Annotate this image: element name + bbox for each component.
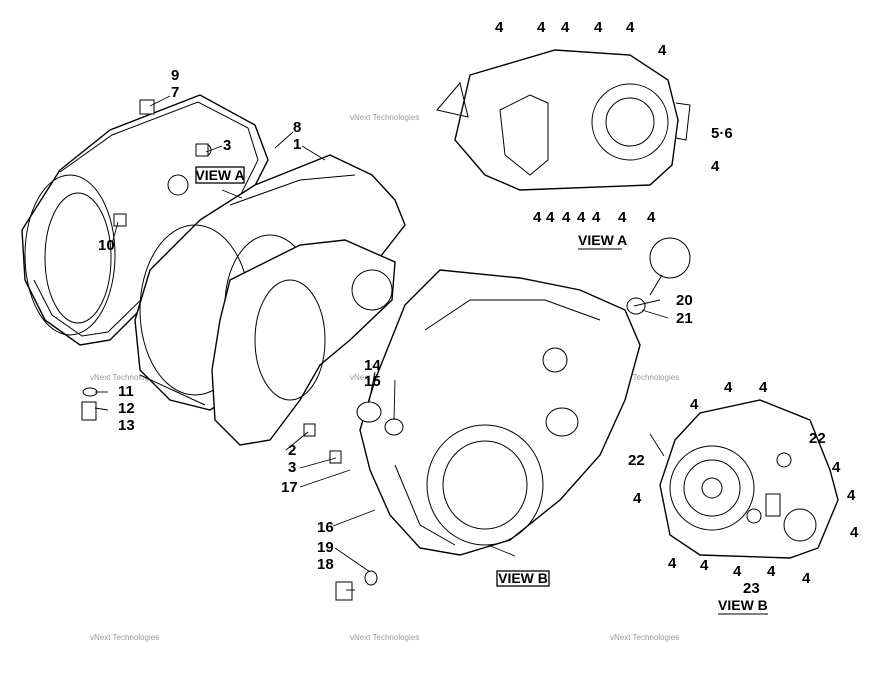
callout-16: 16 bbox=[317, 519, 334, 536]
dowel-pin bbox=[329, 450, 342, 464]
callout-2: 2 bbox=[288, 442, 296, 459]
callout-4: 4 bbox=[577, 209, 586, 226]
callout-4: 4 bbox=[533, 209, 542, 226]
callout-22: 22 bbox=[628, 452, 645, 469]
callout-3: 3 bbox=[223, 137, 231, 154]
callout-14: 14 bbox=[364, 357, 381, 374]
callout-8: 8 bbox=[293, 119, 301, 136]
callouts: 9 7 3 8 1 10 11 12 13 14 15 2 3 17 16 19… bbox=[98, 19, 859, 597]
view-b-detail bbox=[659, 399, 839, 559]
callout-4: 4 bbox=[537, 19, 546, 36]
callout-20: 20 bbox=[676, 292, 693, 309]
callout-4: 4 bbox=[759, 379, 768, 396]
callout-21: 21 bbox=[676, 310, 693, 327]
watermark: vNext Technologies bbox=[610, 633, 679, 642]
callout-4: 4 bbox=[724, 379, 733, 396]
view-a-detail bbox=[436, 49, 691, 191]
watermark: vNext Technologies bbox=[350, 113, 419, 122]
callout-5-6: 5·6 bbox=[711, 125, 733, 142]
washer bbox=[82, 387, 98, 397]
callout-4: 4 bbox=[802, 570, 811, 587]
callout-4: 4 bbox=[847, 487, 856, 504]
callout-17: 17 bbox=[281, 479, 298, 496]
view-a-title: VIEW A bbox=[578, 232, 627, 248]
view-a-box-text: VIEW A bbox=[195, 167, 244, 183]
callout-4: 4 bbox=[832, 459, 841, 476]
callout-4: 4 bbox=[733, 563, 742, 580]
callout-10: 10 bbox=[98, 237, 115, 254]
callout-18: 18 bbox=[317, 556, 334, 573]
callout-1: 1 bbox=[293, 136, 301, 153]
small-parts bbox=[81, 99, 691, 601]
o-ring bbox=[384, 418, 404, 436]
callout-4: 4 bbox=[850, 524, 859, 541]
callout-13: 13 bbox=[118, 417, 135, 434]
callout-23: 23 bbox=[743, 580, 760, 597]
callout-4: 4 bbox=[495, 19, 504, 36]
callout-4: 4 bbox=[647, 209, 656, 226]
view-b-box-text: VIEW B bbox=[498, 570, 548, 586]
callout-15: 15 bbox=[364, 373, 381, 390]
callout-9: 9 bbox=[171, 67, 179, 84]
cap-screw bbox=[113, 213, 127, 227]
callout-4: 4 bbox=[700, 557, 709, 574]
callout-4: 4 bbox=[658, 42, 667, 59]
crankcase-gasket bbox=[211, 239, 396, 446]
leader-lines bbox=[94, 95, 669, 591]
callout-4: 4 bbox=[633, 490, 642, 507]
watermark: vNext Technologies bbox=[90, 633, 159, 642]
cap-screw bbox=[81, 401, 97, 421]
callout-19: 19 bbox=[317, 539, 334, 556]
dipstick-cap bbox=[649, 237, 691, 279]
cap-screw bbox=[139, 99, 155, 115]
callout-4: 4 bbox=[690, 396, 699, 413]
callout-4: 4 bbox=[626, 19, 635, 36]
view-b-box-label: VIEW B bbox=[496, 570, 550, 587]
watermark: vNext Technologies bbox=[90, 373, 159, 382]
callout-11: 11 bbox=[118, 383, 134, 400]
callout-22: 22 bbox=[809, 430, 826, 447]
dowel-pin bbox=[195, 143, 209, 157]
drain-bolt bbox=[335, 581, 353, 601]
view-b-title: VIEW B bbox=[718, 597, 768, 613]
plug bbox=[356, 401, 382, 423]
callout-4: 4 bbox=[562, 209, 571, 226]
callout-4: 4 bbox=[561, 19, 570, 36]
watermark: vNext Technologies bbox=[350, 633, 419, 642]
callout-4: 4 bbox=[618, 209, 627, 226]
callout-4: 4 bbox=[546, 209, 555, 226]
watermark: vNext Technologies bbox=[610, 373, 679, 382]
callout-4: 4 bbox=[592, 209, 601, 226]
callout-4: 4 bbox=[668, 555, 677, 572]
callout-4: 4 bbox=[711, 158, 720, 175]
callout-4: 4 bbox=[594, 19, 603, 36]
dowel-pin bbox=[303, 423, 316, 437]
stator-cover bbox=[359, 269, 641, 556]
washer bbox=[364, 570, 378, 586]
callout-4: 4 bbox=[767, 563, 776, 580]
view-a-box-label: VIEW A bbox=[195, 166, 245, 184]
callout-3: 3 bbox=[288, 459, 296, 476]
callout-12: 12 bbox=[118, 400, 135, 417]
callout-7: 7 bbox=[171, 84, 179, 101]
